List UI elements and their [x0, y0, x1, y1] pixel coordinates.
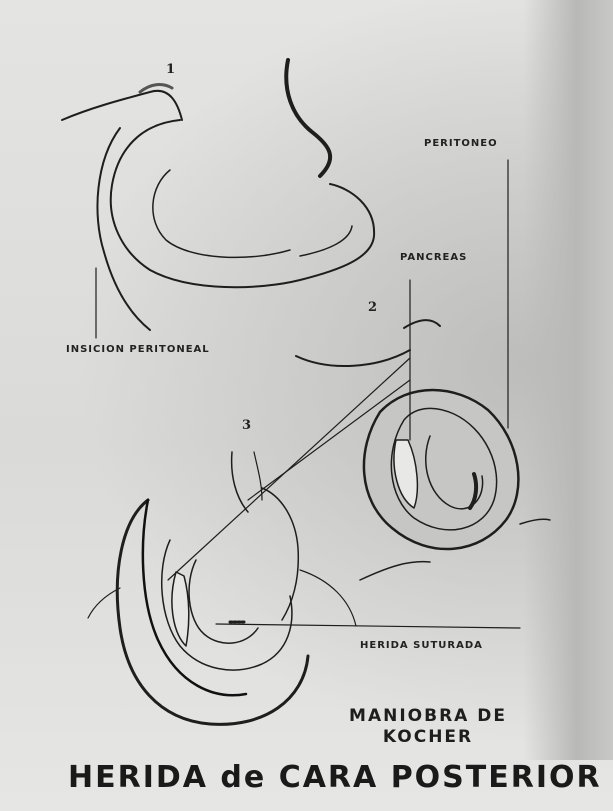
label-insicion-peritoneal: INSICION PERITONEAL: [66, 344, 210, 355]
figure-title: HERIDA de CARA POSTERIOR: [68, 760, 602, 795]
label-herida-suturada: HERIDA SUTURADA: [360, 640, 483, 651]
figure-number-2: 2: [368, 300, 378, 315]
label-pancreas: PANCREAS: [400, 252, 467, 263]
caption-line-1: MANIOBRA DE: [328, 706, 528, 727]
figure-1-duodenum: [62, 60, 374, 338]
figure-2-pancreas: [296, 160, 550, 580]
figure-number-3: 3: [242, 418, 252, 433]
label-peritoneo: PERITONEO: [424, 138, 498, 149]
caption-line-2: KOCHER: [328, 727, 528, 748]
figure-number-1: 1: [166, 62, 176, 77]
caption-maniobra-kocher: MANIOBRA DE KOCHER: [328, 706, 528, 748]
